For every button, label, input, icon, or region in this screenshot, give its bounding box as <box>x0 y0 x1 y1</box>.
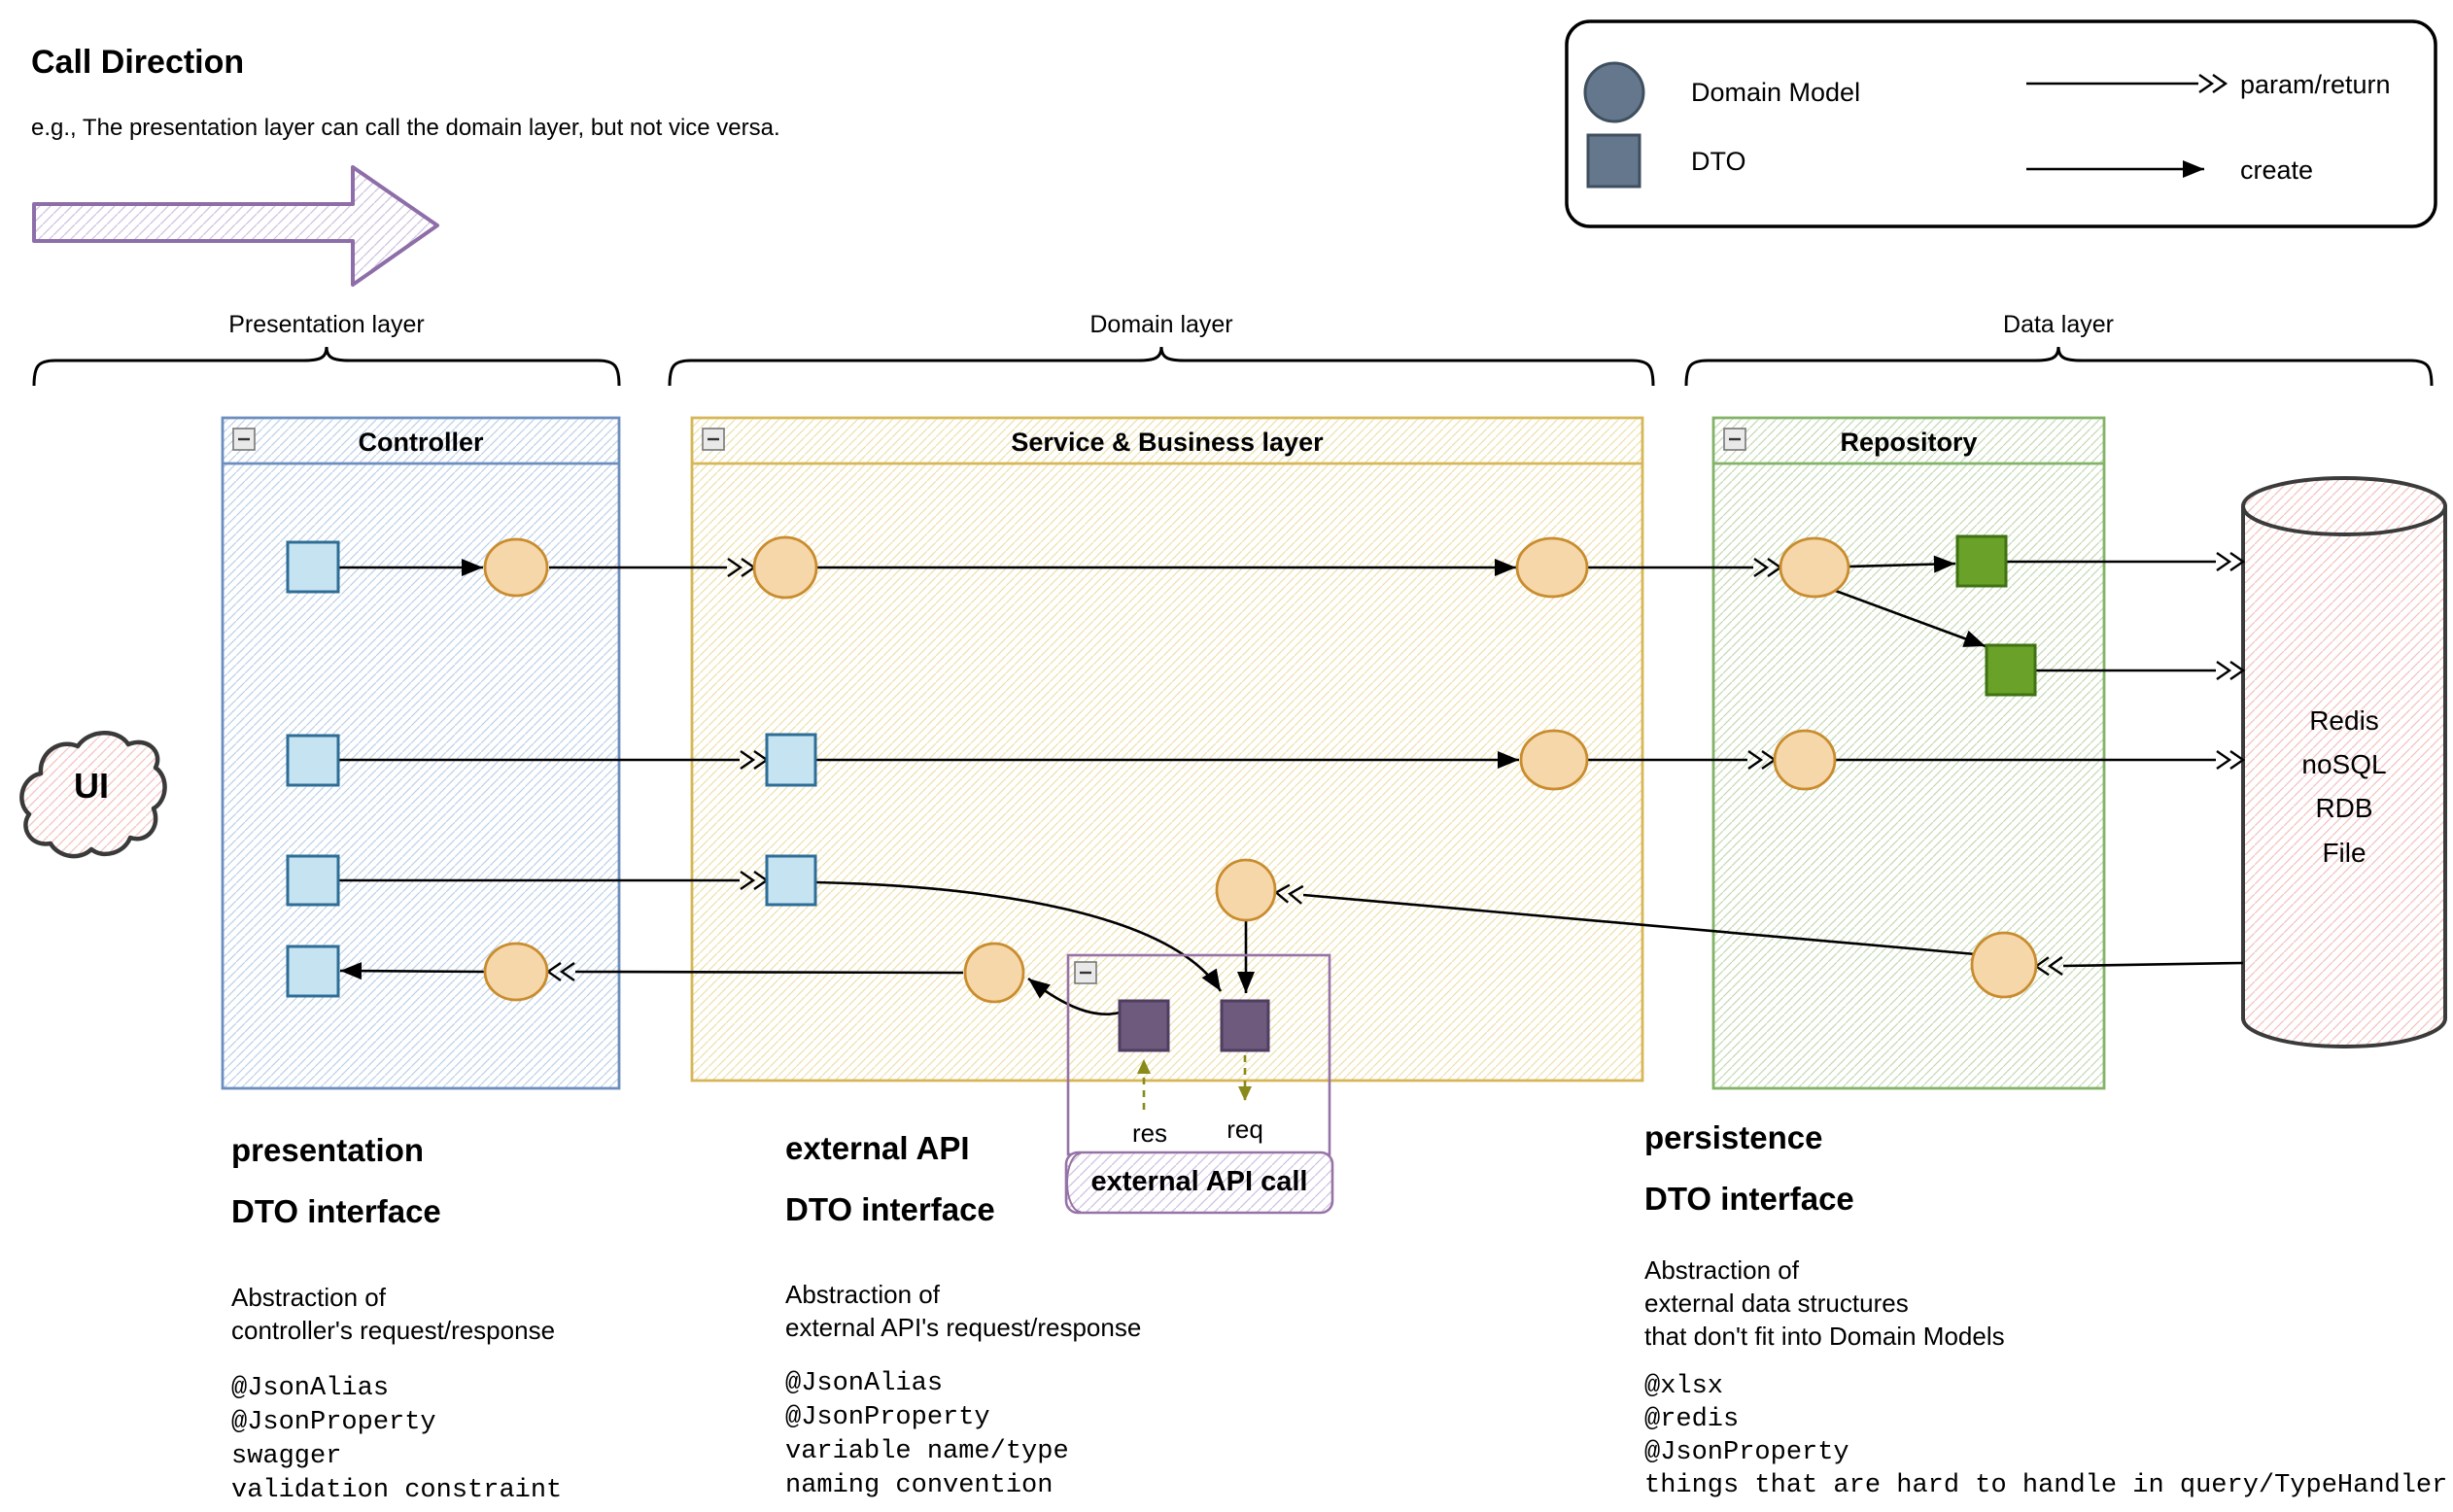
note-persistence-body-line: external data structures <box>1644 1289 1909 1318</box>
edge-create-response-dto <box>339 962 486 980</box>
dto-square-controller-row3 <box>286 854 340 907</box>
connectors <box>338 552 2246 1015</box>
note-persistence-code-line: things that are hard to handle in query/… <box>1644 1471 2448 1500</box>
domain-model-service-row1-right <box>1515 536 1589 599</box>
note-presentation-body-line: Abstraction of <box>231 1283 386 1312</box>
legend-box <box>1565 19 2437 228</box>
domain-model-controller-return <box>483 942 549 1002</box>
page-subtitle: e.g., The presentation layer can call th… <box>31 115 780 141</box>
domain-layer-label: Domain layer <box>1089 311 1233 338</box>
datastore-cylinder <box>2241 506 2447 1048</box>
note-persistence-code-line: @JsonProperty <box>1644 1438 1849 1467</box>
entity-square-row1 <box>1955 534 2008 588</box>
note-external-code-line: @JsonAlias <box>785 1369 944 1398</box>
external-collapse-icon[interactable] <box>1074 961 1097 984</box>
note-persistence-body-line: Abstraction of <box>1644 1255 1799 1285</box>
note-persistence-code-line: @xlsx <box>1644 1372 1724 1401</box>
edge-param-db-to-repo-model <box>2033 956 2244 977</box>
controller-box <box>221 416 621 1090</box>
repository-collapse-icon[interactable] <box>1723 428 1746 451</box>
ext-dto-square-res <box>1118 999 1170 1052</box>
note-presentation-heading1: presentation <box>231 1132 425 1168</box>
legend-param-return-label: param/return <box>2240 70 2391 99</box>
legend-dto-label: DTO <box>1691 147 1746 176</box>
domain-model-service-row2 <box>1519 729 1589 791</box>
datastore-line: File <box>2322 838 2367 868</box>
note-persistence-heading1: persistence <box>1644 1119 1823 1155</box>
call-direction-arrow <box>32 165 439 287</box>
dto-square-controller-row4 <box>286 945 340 998</box>
legend-domain-model-label: Domain Model <box>1691 78 1861 107</box>
note-presentation-code-line: validation constraint <box>231 1476 563 1505</box>
edge-create-row1-entity <box>1848 555 1956 573</box>
note-presentation-body-line: controller's request/response <box>231 1316 556 1345</box>
note-external-heading2: DTO interface <box>785 1191 995 1227</box>
dto-square-controller-row2 <box>286 734 340 787</box>
datastore-line: RDB <box>2315 793 2373 823</box>
datastore-line: noSQL <box>2301 749 2387 779</box>
legend-domain-model-icon <box>1583 61 1645 123</box>
ext-dto-square-req <box>1220 999 1270 1052</box>
domain-model-external-api <box>1215 858 1277 922</box>
dto-square-service-row2 <box>765 733 817 787</box>
note-external-body-line: Abstraction of <box>785 1280 940 1309</box>
legend-create-label: create <box>2240 155 2314 185</box>
dto-square-controller-row1 <box>286 540 340 594</box>
ui-cloud <box>19 731 167 859</box>
note-external-body-line: external API's request/response <box>785 1313 1142 1342</box>
note-external-code-line: variable name/type <box>785 1437 1069 1466</box>
ui-cloud-label: UI <box>74 766 109 806</box>
datastore-cylinder-top <box>2241 476 2447 536</box>
collapse-icons <box>232 428 1746 984</box>
service-box <box>690 416 1644 1082</box>
edge-create-entity2 <box>1832 588 1987 648</box>
note-persistence-code-line: @redis <box>1644 1405 1740 1434</box>
repository-box-title: Repository <box>1840 428 1978 457</box>
domain-model-service-return <box>963 942 1025 1004</box>
note-persistence-heading2: DTO interface <box>1644 1181 1854 1217</box>
controller-collapse-icon[interactable] <box>232 428 256 451</box>
note-presentation-code-line: @JsonProperty <box>231 1408 436 1437</box>
res-label: res <box>1131 1118 1168 1148</box>
service-collapse-icon[interactable] <box>702 428 725 451</box>
note-external-code-line: @JsonProperty <box>785 1403 990 1432</box>
legend-dto-icon <box>1586 133 1641 189</box>
domain-model-repository-return <box>1970 931 2038 999</box>
controller-box-title: Controller <box>358 428 484 457</box>
edge-create-from-res <box>1027 977 1121 1015</box>
edge-param-repo-to-external-model <box>1274 883 1977 956</box>
service-box-title: Service & Business layer <box>1011 428 1324 457</box>
note-presentation-code-line: swagger <box>231 1442 342 1471</box>
edge-param-return-to-controller <box>545 961 964 981</box>
note-persistence-body-line: that don't fit into Domain Models <box>1644 1322 2005 1351</box>
domain-model-repository-row1 <box>1779 536 1850 599</box>
external-api-call-banner-label: external API call <box>1090 1166 1308 1197</box>
dto-square-service-row3 <box>765 854 817 907</box>
data-layer-label: Data layer <box>2003 311 2114 338</box>
note-presentation-code-line: @JsonAlias <box>231 1374 390 1403</box>
req-label: req <box>1226 1115 1263 1144</box>
note-external-code-line: naming convention <box>785 1471 1054 1500</box>
data-layer-brace <box>1684 346 2434 387</box>
note-presentation-heading2: DTO interface <box>231 1193 441 1229</box>
domain-model-repository-row2 <box>1773 729 1837 791</box>
domain-layer-brace <box>668 346 1655 387</box>
entity-square-row2 <box>1985 643 2037 697</box>
note-external-heading1: external API <box>785 1130 970 1166</box>
repository-box <box>1711 416 2106 1090</box>
presentation-layer-label: Presentation layer <box>228 311 425 338</box>
datastore-line: Redis <box>2309 705 2379 736</box>
page-title: Call Direction <box>31 44 245 81</box>
domain-model-service-row1-left <box>752 535 818 600</box>
presentation-layer-brace <box>32 346 621 387</box>
external-api-call-banner <box>1064 1151 1334 1215</box>
edge-create-req-from-dto <box>815 880 1223 992</box>
domain-model-controller-row1 <box>483 537 549 598</box>
